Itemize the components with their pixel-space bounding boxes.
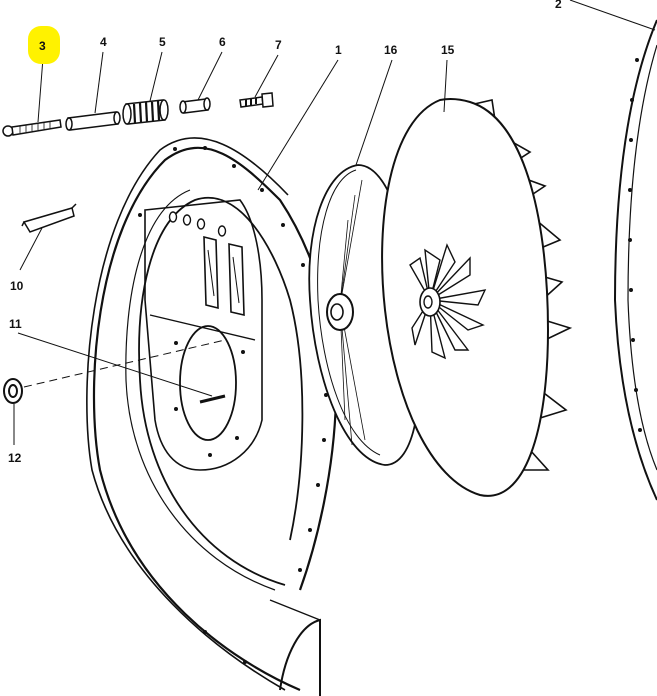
callout-11: 11 xyxy=(9,317,22,331)
leader-2 xyxy=(569,0,656,31)
highlight-part-3 xyxy=(28,26,60,64)
part-1-scroll-housing xyxy=(86,137,338,696)
callout-16: 16 xyxy=(384,43,398,57)
part-2-housing-ring xyxy=(613,19,657,501)
callout-6: 6 xyxy=(219,35,226,49)
hardware-leaders xyxy=(37,51,279,123)
callout-12: 12 xyxy=(8,451,22,465)
callout-2: 2 xyxy=(555,0,562,11)
callout-1: 1 xyxy=(335,43,342,57)
part-15-impeller xyxy=(381,97,573,497)
leader-16 xyxy=(355,59,393,166)
part-3-bolt xyxy=(2,119,62,137)
callout-5: 5 xyxy=(159,35,166,49)
part-6-short-sleeve xyxy=(179,97,211,114)
part-4-sleeve xyxy=(65,111,121,131)
part-12-washer xyxy=(3,378,23,404)
callout-7: 7 xyxy=(275,38,282,52)
leader-1 xyxy=(257,59,339,191)
part-5-threaded-coupler xyxy=(122,99,169,125)
leader-15 xyxy=(443,59,448,113)
leader-11 xyxy=(17,332,213,397)
part-10-clip xyxy=(21,203,77,233)
callout-15: 15 xyxy=(441,43,455,57)
leader-10 xyxy=(19,227,43,271)
callout-4: 4 xyxy=(100,35,107,49)
callout-10: 10 xyxy=(10,279,24,293)
callout-3: 3 xyxy=(39,39,46,53)
axis-dash-12 xyxy=(23,339,226,388)
part-7-screw xyxy=(239,92,274,108)
